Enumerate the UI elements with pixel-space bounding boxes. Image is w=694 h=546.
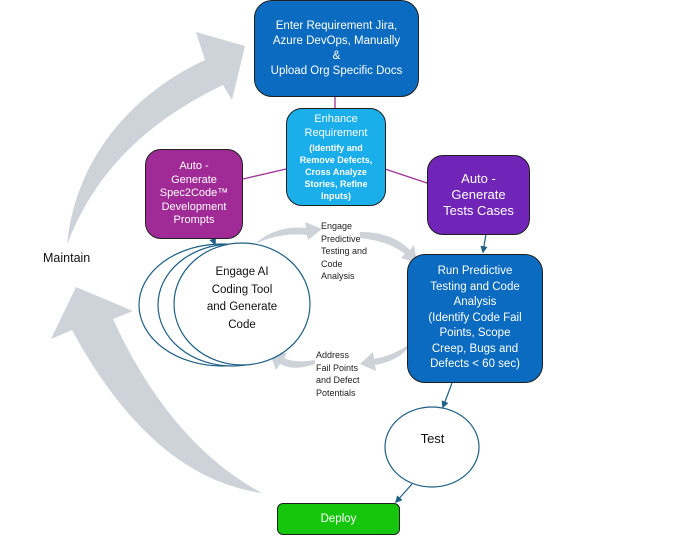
enhance-detail-line: Inputs) <box>321 190 351 201</box>
connector-enhance-tests <box>384 168 428 184</box>
address-fail-arrow-2 <box>270 353 315 370</box>
enhance-title-line: Enhance <box>314 112 358 125</box>
enter-requirement-line: Upload Org Specific Docs <box>270 64 403 77</box>
address-fail-points-annotation: Address Fail Points and Defect Potential… <box>316 349 360 399</box>
maintain-lower-arrow <box>51 287 262 493</box>
auto-generate-prompts-box[interactable]: Auto - Generate Spec2Code™ Development P… <box>145 149 243 239</box>
enhance-detail-line: Remove Defects, <box>299 154 373 165</box>
coding-ellipse-front <box>173 242 311 366</box>
enhance-detail-line: (Identify and <box>309 142 363 153</box>
connector-enhance-prompts <box>242 168 287 180</box>
prompts-line: Prompts <box>173 214 215 227</box>
prompts-line: Development <box>161 200 227 213</box>
annotation-line: Code <box>321 258 343 269</box>
enhance-title-line: Requirement <box>304 126 368 139</box>
annotation-line: Engage <box>321 221 353 231</box>
enter-requirement-line: & <box>332 49 341 62</box>
address-fail-arrow-1 <box>360 342 412 371</box>
enter-requirement-box[interactable]: Enter Requirement Jira, Azure DevOps, Ma… <box>254 0 419 97</box>
run-line: Points, Scope <box>439 327 511 340</box>
annotation-line: Analysis <box>321 271 355 281</box>
deploy-button[interactable]: Deploy <box>277 503 400 535</box>
maintain-label: Maintain <box>43 251 91 265</box>
tests-line: Auto - <box>461 171 496 186</box>
annotation-line: Predictive <box>321 233 361 244</box>
run-line: Creep, Bugs and <box>431 342 519 355</box>
run-line: Run Predictive <box>437 265 513 278</box>
test-ellipse <box>384 406 480 488</box>
annotation-line: Address <box>316 350 350 360</box>
arrow-test-to-deploy <box>395 483 413 504</box>
annotation-line: Testing and <box>321 246 368 256</box>
run-predictive-testing-box[interactable]: Run Predictive Testing and Code Analysis… <box>407 254 543 383</box>
test-label[interactable]: Test <box>420 431 445 446</box>
run-line: Defects < 60 sec) <box>430 358 520 371</box>
engage-ai-coding-text[interactable]: Engage AI Coding Tool and Generate Code <box>192 264 292 334</box>
annotation-line: and Defect <box>316 375 360 385</box>
maintain-upper-arrow <box>67 32 245 245</box>
engage-predictive-annotation: Engage Predictive Testing and Code Analy… <box>321 220 367 283</box>
enhance-detail-line: Cross Analyze <box>305 166 367 177</box>
arrow-run-to-test <box>441 382 453 409</box>
prompts-line: Spec2Code™ <box>159 187 229 200</box>
enter-requirement-line: Enter Requirement Jira, <box>275 19 398 32</box>
engage-predictive-arrow-2 <box>360 232 417 263</box>
arrow-tests-to-run <box>480 233 488 254</box>
coding-line: Coding Tool <box>211 283 273 296</box>
engage-predictive-arrow-1 <box>255 222 322 244</box>
coding-line: Engage AI <box>215 266 269 278</box>
annotation-line: Fail Points <box>316 362 359 373</box>
run-line: (Identify Code Fail <box>428 311 522 324</box>
tests-line: Generate <box>451 187 506 202</box>
enter-requirement-line: Azure DevOps, Manually <box>272 34 401 47</box>
auto-generate-tests-box[interactable]: Auto - Generate Tests Cases <box>427 155 530 235</box>
tests-line: Tests Cases <box>443 203 514 218</box>
annotation-line: Potentials <box>316 387 356 398</box>
prompts-line: Generate <box>171 173 217 186</box>
run-line: Analysis <box>453 296 497 309</box>
run-line: Testing and Code <box>430 280 520 293</box>
coding-line: Code <box>228 318 256 331</box>
enhance-requirement-box[interactable]: Enhance Requirement (Identify and Remove… <box>286 108 386 206</box>
enhance-detail-line: Stories, Refine <box>304 178 368 189</box>
deploy-label: Deploy <box>320 513 357 525</box>
prompts-line: Auto - <box>179 160 209 173</box>
coding-line: and Generate <box>206 301 278 313</box>
